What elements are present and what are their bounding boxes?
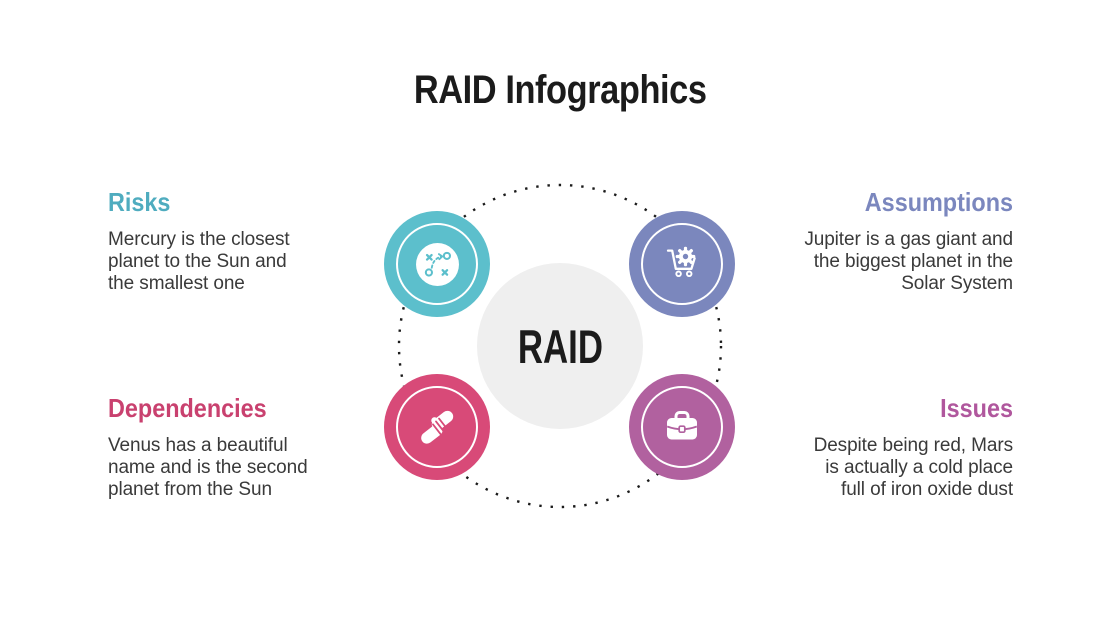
- body-line: Despite being red, Mars: [813, 435, 1014, 456]
- risks-block: Risks Mercury is the closest planet to t…: [108, 188, 313, 295]
- body-line: planet to the Sun and: [108, 251, 287, 272]
- risks-heading: Risks: [108, 187, 171, 217]
- handshake-icon: [421, 410, 454, 444]
- raid-center-circle: RAID: [477, 263, 643, 429]
- dependencies-block: Dependencies Venus has a beautiful name …: [108, 394, 313, 501]
- assumptions-block: Assumptions Jupiter is a gas giant and t…: [788, 188, 1013, 295]
- issues-body: Despite being red, Mars is actually a co…: [803, 435, 1014, 501]
- page-title: RAID Infographics: [0, 68, 1120, 113]
- body-line: Mercury is the closest: [108, 229, 290, 250]
- circle-ring: [641, 223, 723, 305]
- circle-ring: [641, 386, 723, 468]
- body-line: is actually a cold place: [825, 457, 1013, 478]
- cart-gear-icon: [666, 246, 696, 278]
- page-title-text: RAID Infographics: [413, 68, 707, 112]
- assumptions-circle: [629, 211, 735, 317]
- risks-body: Mercury is the closest planet to the Sun…: [108, 229, 313, 295]
- raid-label: RAID: [517, 319, 603, 373]
- dependencies-body: Venus has a beautiful name and is the se…: [108, 435, 313, 501]
- issues-block: Issues Despite being red, Mars is actual…: [803, 393, 1014, 501]
- strategy-icon: [415, 242, 459, 286]
- body-line: full of iron oxide dust: [841, 479, 1013, 500]
- risks-circle: [384, 211, 490, 317]
- body-line: the smallest one: [108, 273, 245, 294]
- circle-ring: [396, 386, 478, 468]
- body-line: Jupiter is a gas giant and: [804, 229, 1013, 250]
- assumptions-heading: Assumptions: [864, 187, 1013, 217]
- dependencies-circle: [384, 374, 490, 480]
- assumptions-body: Jupiter is a gas giant and the biggest p…: [788, 229, 1013, 295]
- briefcase-icon: [666, 411, 698, 440]
- issues-heading: Issues: [940, 393, 1013, 423]
- issues-circle: [629, 374, 735, 480]
- body-line: name and is the second: [108, 457, 308, 478]
- body-line: the biggest planet in the: [813, 251, 1013, 272]
- body-line: Venus has a beautiful: [108, 435, 288, 456]
- circle-ring: [396, 223, 478, 305]
- body-line: Solar System: [901, 273, 1013, 294]
- dependencies-heading: Dependencies: [108, 393, 267, 423]
- body-line: planet from the Sun: [108, 479, 272, 500]
